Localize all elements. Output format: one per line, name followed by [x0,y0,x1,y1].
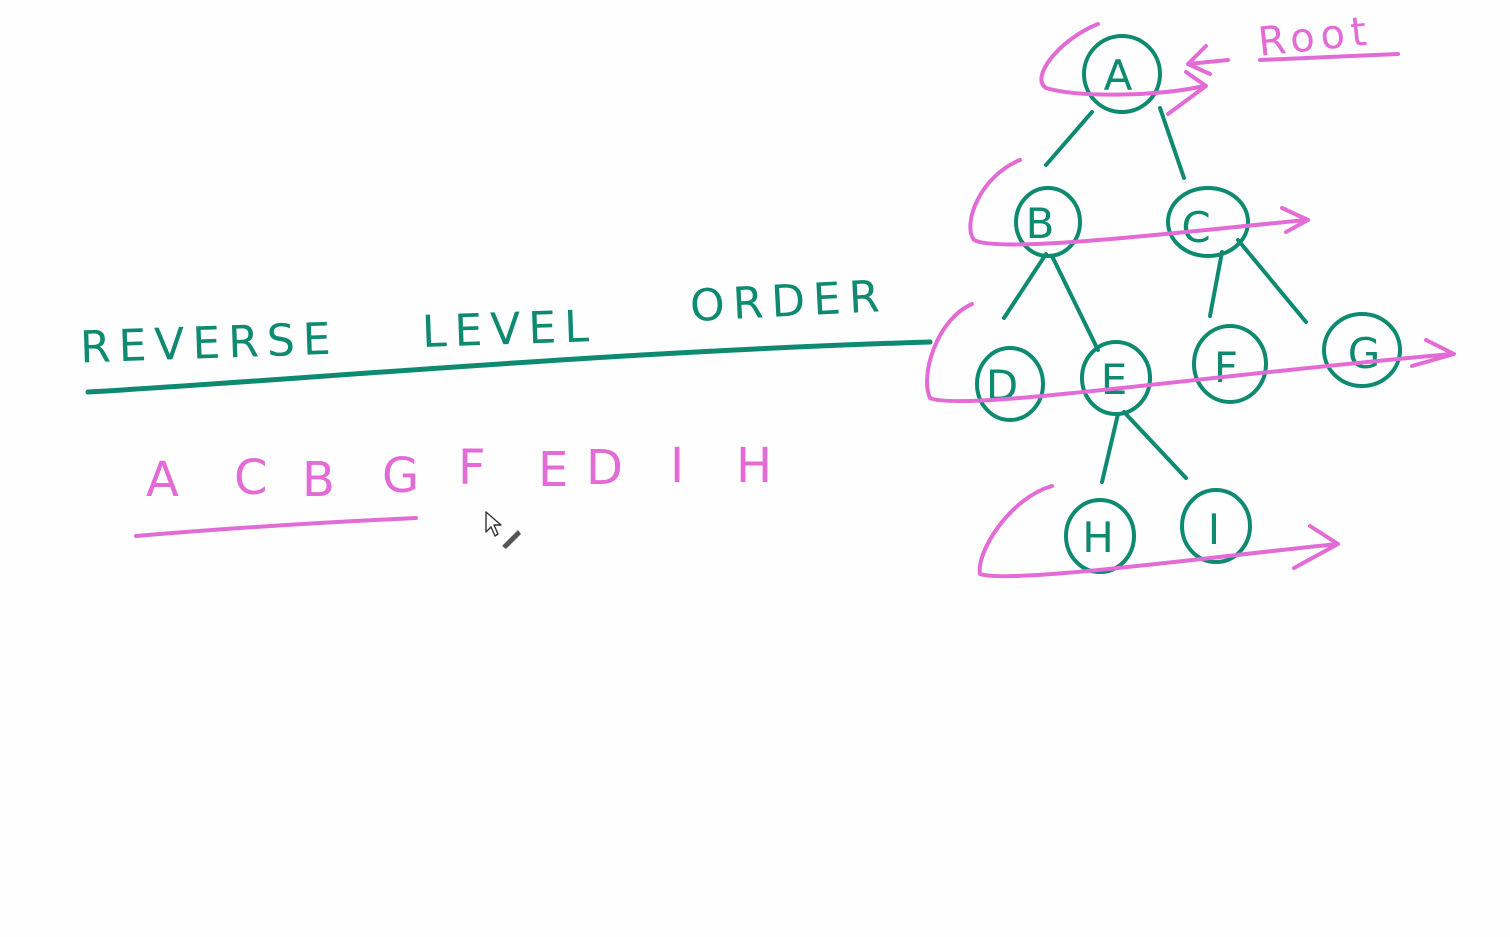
result-letter: I [670,438,689,494]
result-letter: G [382,448,424,504]
node-b-label: B [1026,199,1055,248]
node-g-circle [1322,312,1402,388]
level-2-arrow [925,302,1456,404]
edge-c-g [1236,238,1308,324]
mouse-cursor-icon [485,511,521,549]
node-a-label: A [1104,51,1133,100]
node-d-label: D [986,361,1018,410]
node-d-circle [975,346,1045,422]
node-e-label: E [1101,355,1128,404]
level-1-arrow [968,158,1310,247]
root-label-underline [1258,52,1400,62]
node-h-label: H [1082,513,1114,562]
result-letter: A [146,452,183,508]
node-e-circle [1080,340,1152,416]
title-underline [85,339,933,395]
edge-c-f [1208,250,1224,318]
node-i-label: I [1208,505,1220,554]
result-letter: B [302,452,339,508]
node-c-circle [1166,186,1250,258]
edge-b-e [1050,254,1100,352]
node-f-circle [1192,324,1268,404]
node-h-circle [1064,498,1136,574]
node-c-label: C [1181,203,1210,252]
result-underline [134,516,418,538]
node-b-circle [1014,186,1082,258]
result-letter: F [458,440,490,496]
node-f-label: F [1214,343,1238,392]
tree-edges [1002,106,1308,484]
edge-b-d [1002,252,1048,320]
node-a-circle [1082,34,1162,114]
edge-e-h [1100,412,1120,484]
edge-a-b [1044,110,1094,167]
result-letter: C [234,450,272,506]
level-3-arrow [977,484,1340,579]
result-letter: H [736,438,777,494]
result-letter: D [586,440,627,496]
edge-e-i [1122,410,1188,480]
node-i-circle [1180,488,1252,564]
edge-a-c [1158,106,1186,180]
result-letter: E [538,442,573,498]
node-g-label: G [1348,329,1381,378]
level-0-arrow [1039,22,1208,116]
root-pointer-arrow [1186,44,1230,76]
